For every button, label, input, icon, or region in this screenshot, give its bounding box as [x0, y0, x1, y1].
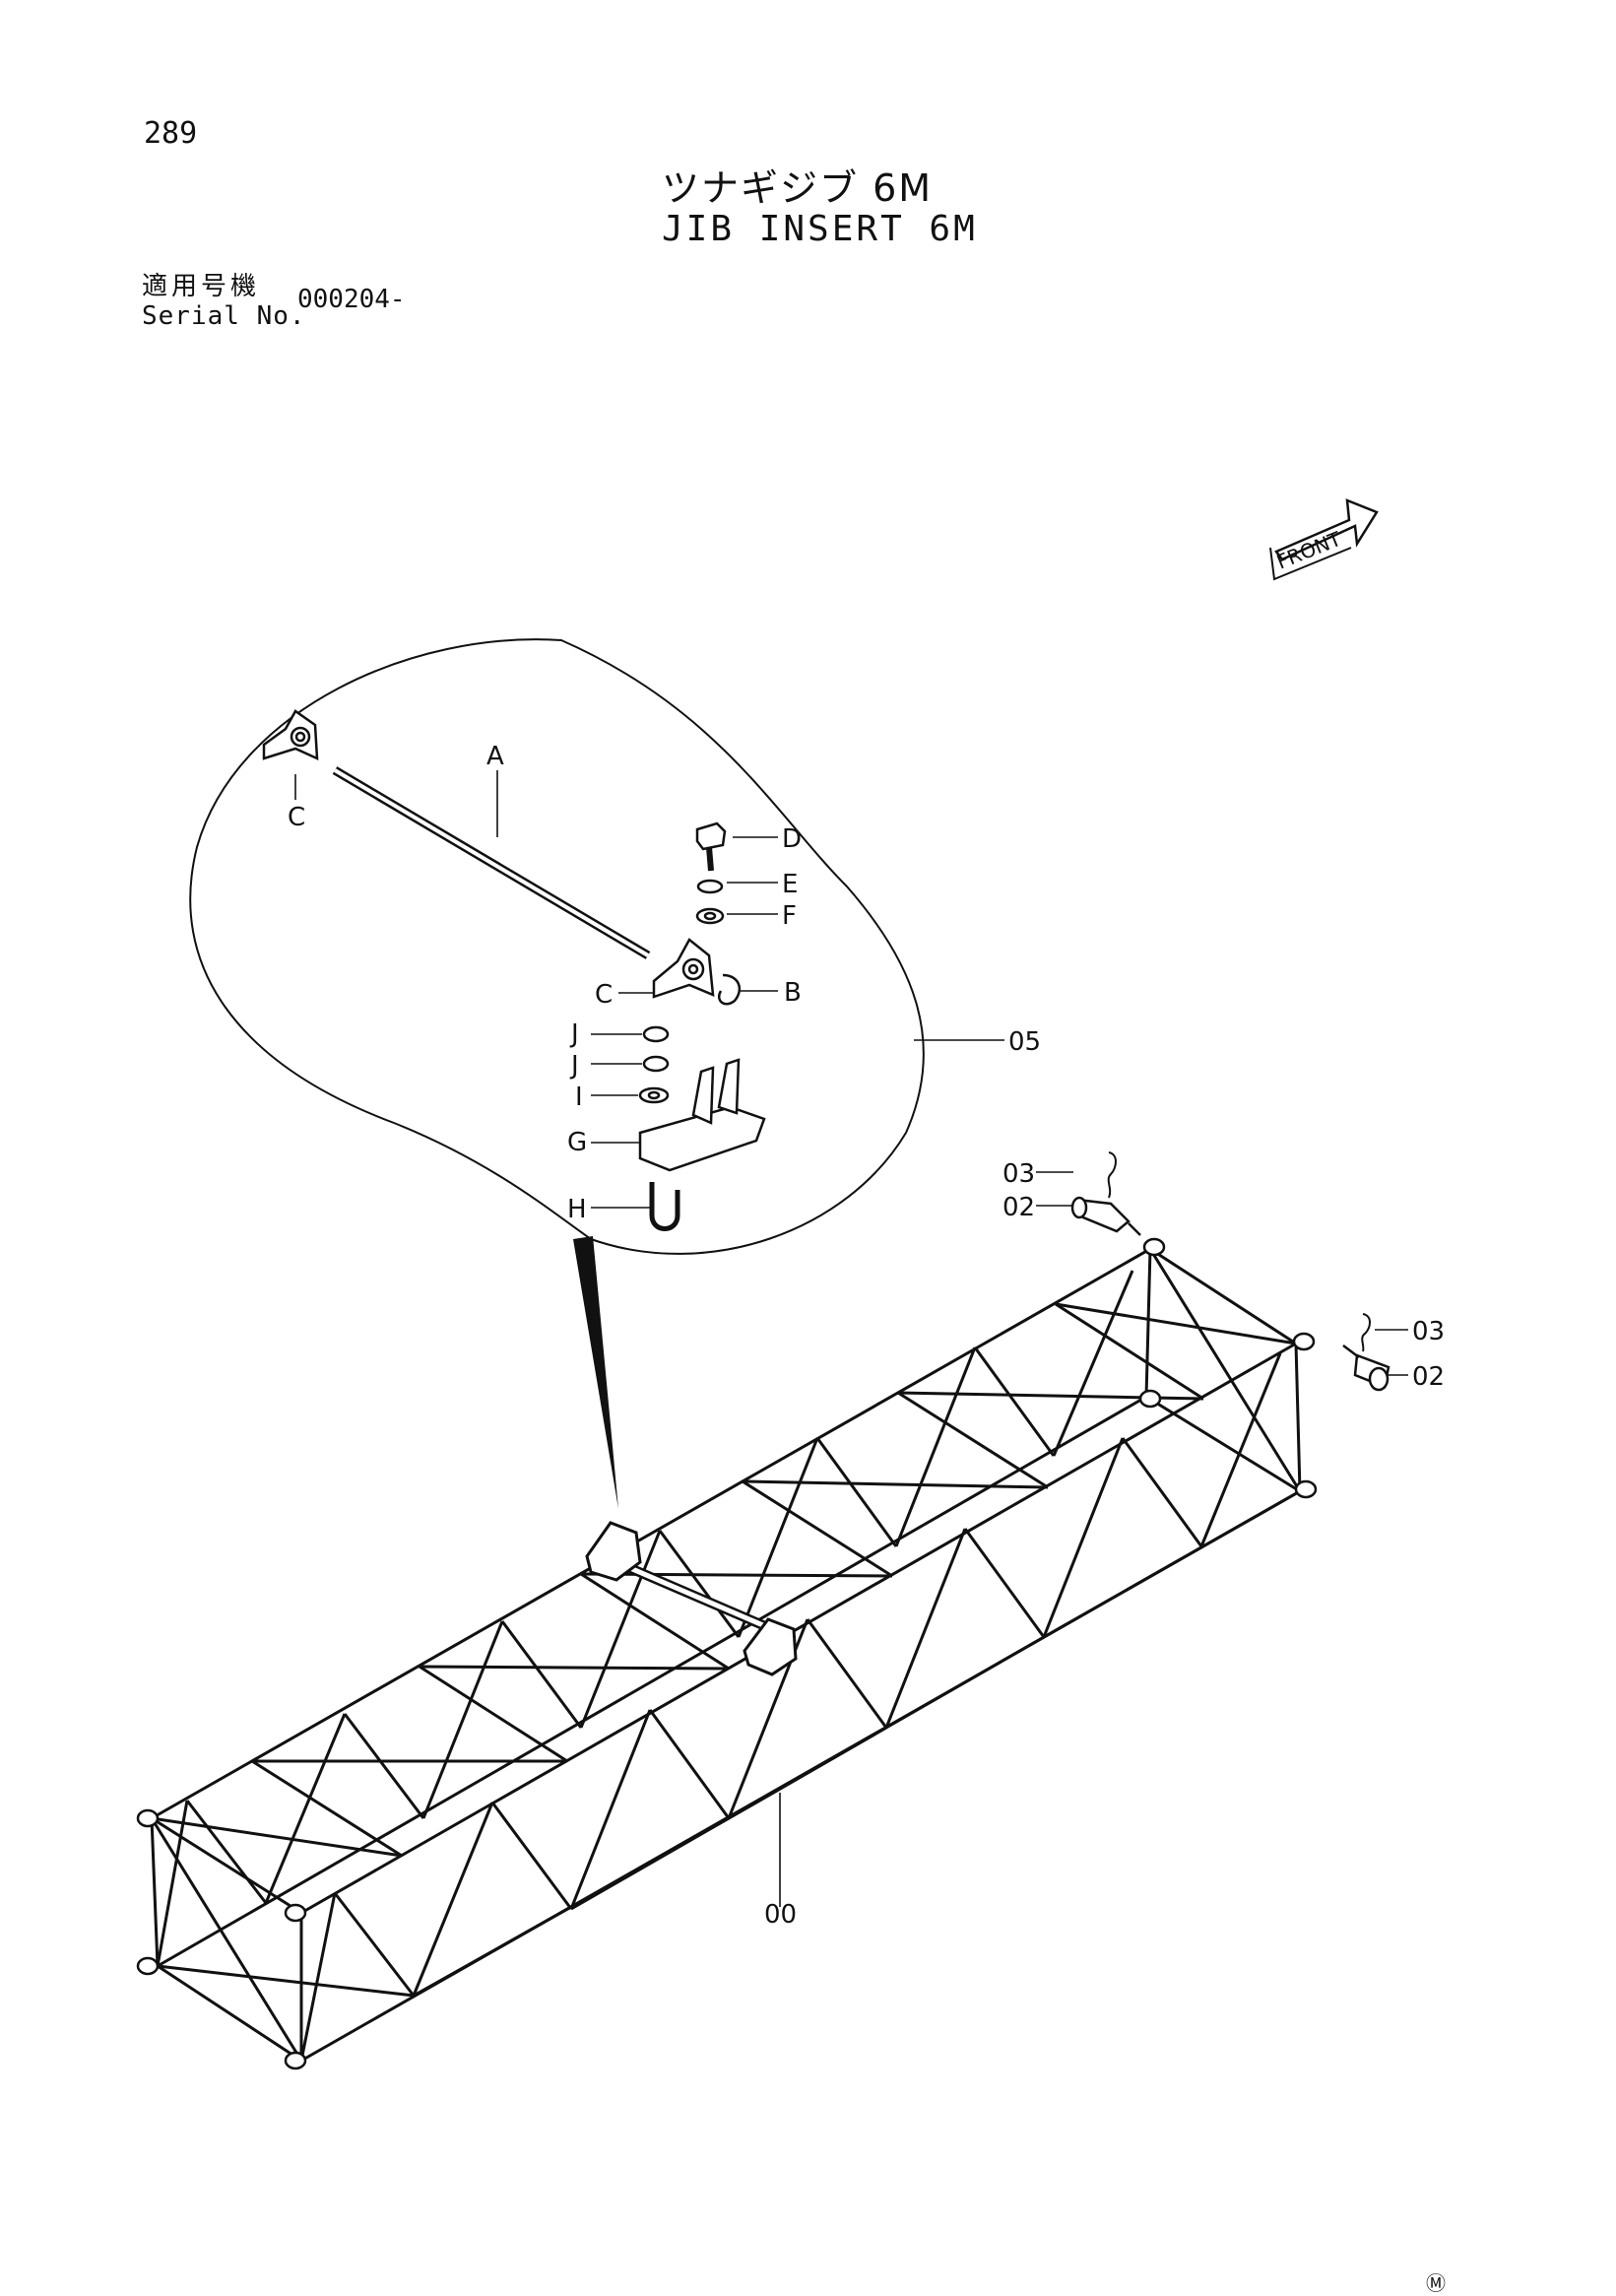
callout-e: E	[782, 870, 798, 899]
callout-i: I	[575, 1082, 583, 1112]
callout-a: A	[486, 742, 504, 771]
jib-lattice	[150, 1247, 1302, 2063]
callout-labels: A C D E F C B J J I G H 05 03 02 03 02 0…	[288, 742, 1445, 1930]
detail-pointer	[573, 1236, 618, 1509]
callout-02-upper: 02	[1002, 1193, 1035, 1222]
callout-d: D	[782, 824, 802, 854]
leader-lines	[294, 770, 1408, 1907]
jib-shaft	[585, 1521, 798, 1676]
title-japanese: ツナギジブ 6M	[662, 166, 934, 210]
front-arrow-icon: FRONT	[1269, 498, 1379, 581]
pin-lugs	[136, 1237, 1318, 2070]
callout-f: F	[782, 901, 797, 931]
page-number: 289	[144, 116, 198, 151]
callout-g: G	[567, 1128, 587, 1157]
callout-05: 05	[1008, 1027, 1041, 1057]
registered-mark: Ⓜ	[1426, 2271, 1446, 2295]
callout-j-1: J	[569, 1019, 579, 1049]
callout-03-upper: 03	[1002, 1159, 1035, 1189]
callout-h: H	[567, 1195, 587, 1224]
serial-label-japanese: 適用号機	[142, 272, 261, 301]
callout-03-lower: 03	[1412, 1317, 1445, 1346]
callout-b: B	[784, 978, 802, 1008]
callout-c-top: C	[288, 803, 305, 832]
callout-00: 00	[764, 1900, 797, 1930]
serial-number-value: 000204-	[297, 285, 406, 314]
serial-label-english: Serial No.	[142, 301, 306, 331]
front-label: FRONT	[1273, 526, 1345, 573]
callout-c-lower: C	[595, 980, 613, 1010]
callout-02-lower: 02	[1412, 1362, 1445, 1392]
callout-j-2: J	[569, 1051, 579, 1081]
pins-and-clips	[1070, 1151, 1390, 1392]
detail-parts	[262, 709, 766, 1231]
title-english: JIB INSERT 6M	[662, 209, 978, 249]
